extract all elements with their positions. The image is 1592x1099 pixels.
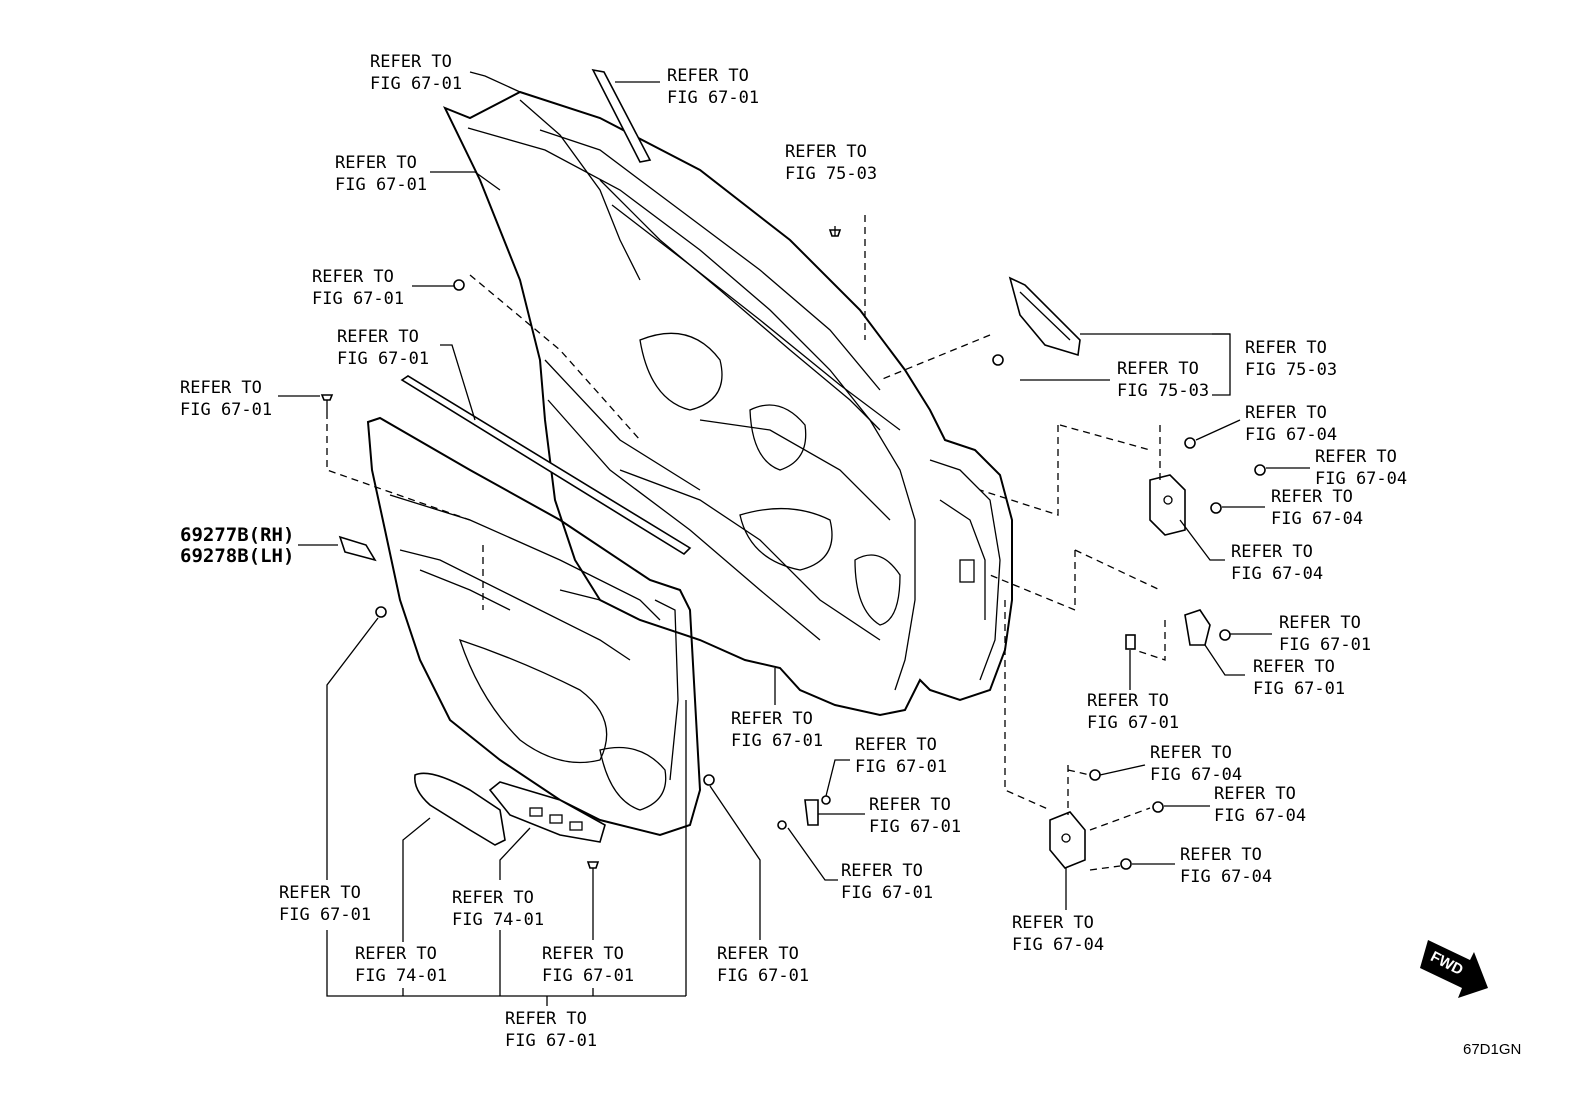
belt-weatherstrip: [400, 375, 692, 556]
assembly-lines: [326, 215, 1166, 871]
leader-lines: [278, 71, 1310, 1006]
part-number-rh: 69277B(RH): [180, 524, 294, 546]
lower-hinge: [1049, 811, 1086, 869]
diagram-code: 67D1GN: [1463, 1041, 1521, 1058]
mirror-garnish: [1008, 276, 1081, 357]
fasteners: [320, 226, 1266, 880]
door-trim-panel: [366, 416, 702, 837]
door-check: [1184, 609, 1211, 646]
belt-molding-upper: [591, 68, 652, 163]
power-window-switch-base: [488, 781, 606, 843]
side-trim-part: [338, 535, 377, 562]
part-number-labels: 69277B(RH) 69278B(LH): [180, 524, 294, 567]
upper-hinge: [1149, 474, 1186, 536]
fwd-arrow: FWD: [1420, 940, 1488, 998]
door-shell: [442, 90, 1013, 717]
armrest: [413, 772, 506, 846]
part-number-lh: 69278B(LH): [180, 545, 294, 567]
